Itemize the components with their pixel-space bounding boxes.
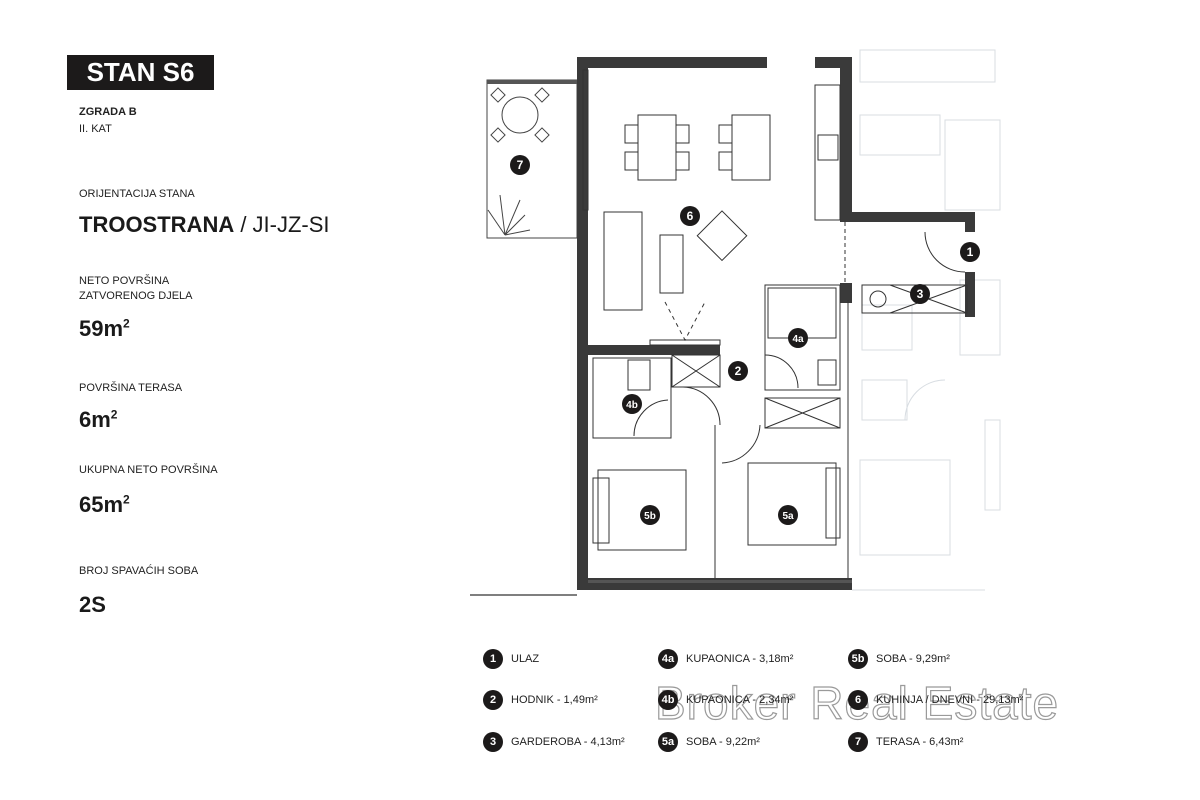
legend-label: KUHINJA / DNEVNI - 29,13m² <box>876 694 1024 706</box>
room-marker-4a: 4a <box>788 328 808 348</box>
total-area-sup: 2 <box>123 492 130 507</box>
legend-label: TERASA - 6,43m² <box>876 736 964 748</box>
legend-badge: 5a <box>658 732 678 752</box>
room-marker-4b: 4b <box>622 394 642 414</box>
net-area-value: 59m2 <box>79 316 130 342</box>
legend-badge: 1 <box>483 649 503 669</box>
legend-badge: 6 <box>848 690 868 710</box>
legend-item-5b: 5b SOBA - 9,29m² <box>848 649 950 669</box>
apartment-title: STAN S6 <box>67 55 214 90</box>
legend-item-6: 6 KUHINJA / DNEVNI - 29,13m² <box>848 690 1023 710</box>
legend-badge: 2 <box>483 690 503 710</box>
bedrooms-value: 2S <box>79 592 106 617</box>
legend-label: SOBA - 9,29m² <box>876 653 950 665</box>
net-area-number: 59m <box>79 316 124 341</box>
terrace-area-label: POVRŠINA TERASA <box>79 382 183 394</box>
terrace <box>486 79 578 239</box>
svg-text:1: 1 <box>967 245 974 259</box>
orientation-directions: / JI-JZ-SI <box>234 212 330 237</box>
orientation-label: ORIJENTACIJA STANA <box>79 188 195 200</box>
terrace-area-sup: 2 <box>110 407 118 422</box>
svg-text:6: 6 <box>687 209 694 223</box>
room-marker-5a: 5a <box>778 505 798 525</box>
legend-item-4a: 4a KUPAONICA - 3,18m² <box>658 649 793 669</box>
legend-label: SOBA - 9,22m² <box>686 736 760 748</box>
legend-item-3: 3 GARDEROBA - 4,13m² <box>483 732 625 752</box>
legend-label: ULAZ <box>511 653 540 665</box>
legend-badge: 4a <box>658 649 678 669</box>
orientation-value: TROOSTRANA / JI-JZ-SI <box>79 212 330 238</box>
svg-text:4b: 4b <box>626 400 638 411</box>
room-marker-1: 1 <box>960 242 980 262</box>
net-area-label-2: ZATVORENOG DJELA <box>79 290 193 302</box>
orientation-type: TROOSTRANA <box>79 212 235 237</box>
room-marker-2: 2 <box>728 361 748 381</box>
plant-icon <box>487 194 531 236</box>
room-marker-7: 7 <box>510 155 530 175</box>
legend-label: KUPAONICA - 3,18m² <box>686 653 794 665</box>
legend-label: GARDEROBA - 4,13m² <box>511 736 625 748</box>
legend-badge: 4b <box>658 690 678 710</box>
svg-text:5b: 5b <box>644 511 656 522</box>
walls <box>577 57 975 590</box>
legend-badge: 7 <box>848 732 868 752</box>
legend-item-1: 1 ULAZ <box>483 649 539 669</box>
svg-text:2: 2 <box>735 364 742 378</box>
svg-text:5a: 5a <box>782 511 794 522</box>
legend-label: HODNIK - 1,49m² <box>511 694 598 706</box>
room-marker-5b: 5b <box>640 505 660 525</box>
legend-item-2: 2 HODNIK - 1,49m² <box>483 690 598 710</box>
net-area-label-1: NETO POVRŠINA <box>79 275 170 287</box>
total-area-value: 65m2 <box>79 492 130 518</box>
legend-label: KUPAONICA - 2,34m² <box>686 694 794 706</box>
net-area-sup: 2 <box>123 316 130 331</box>
legend-item-4b: 4b KUPAONICA - 2,34m² <box>658 690 793 710</box>
total-area-label: UKUPNA NETO POVRŠINA <box>79 464 218 476</box>
svg-text:7: 7 <box>517 158 524 172</box>
total-area-number: 65m <box>79 492 124 517</box>
legend-badge: 3 <box>483 732 503 752</box>
legend-item-7: 7 TERASA - 6,43m² <box>848 732 963 752</box>
bedrooms-label: BROJ SPAVAĆIH SOBA <box>79 565 199 577</box>
terrace-area-number: 6m <box>79 407 111 432</box>
building-label: ZGRADA B <box>79 106 137 118</box>
legend-item-5a: 5a SOBA - 9,22m² <box>658 732 760 752</box>
svg-text:3: 3 <box>917 287 924 301</box>
terrace-area-value: 6m2 <box>79 407 117 433</box>
room-marker-6: 6 <box>680 206 700 226</box>
floor-label: II. KAT <box>79 123 112 135</box>
legend-badge: 5b <box>848 649 868 669</box>
svg-text:4a: 4a <box>792 334 804 345</box>
room-marker-3: 3 <box>910 284 930 304</box>
neighbor-apartment <box>852 49 1001 591</box>
